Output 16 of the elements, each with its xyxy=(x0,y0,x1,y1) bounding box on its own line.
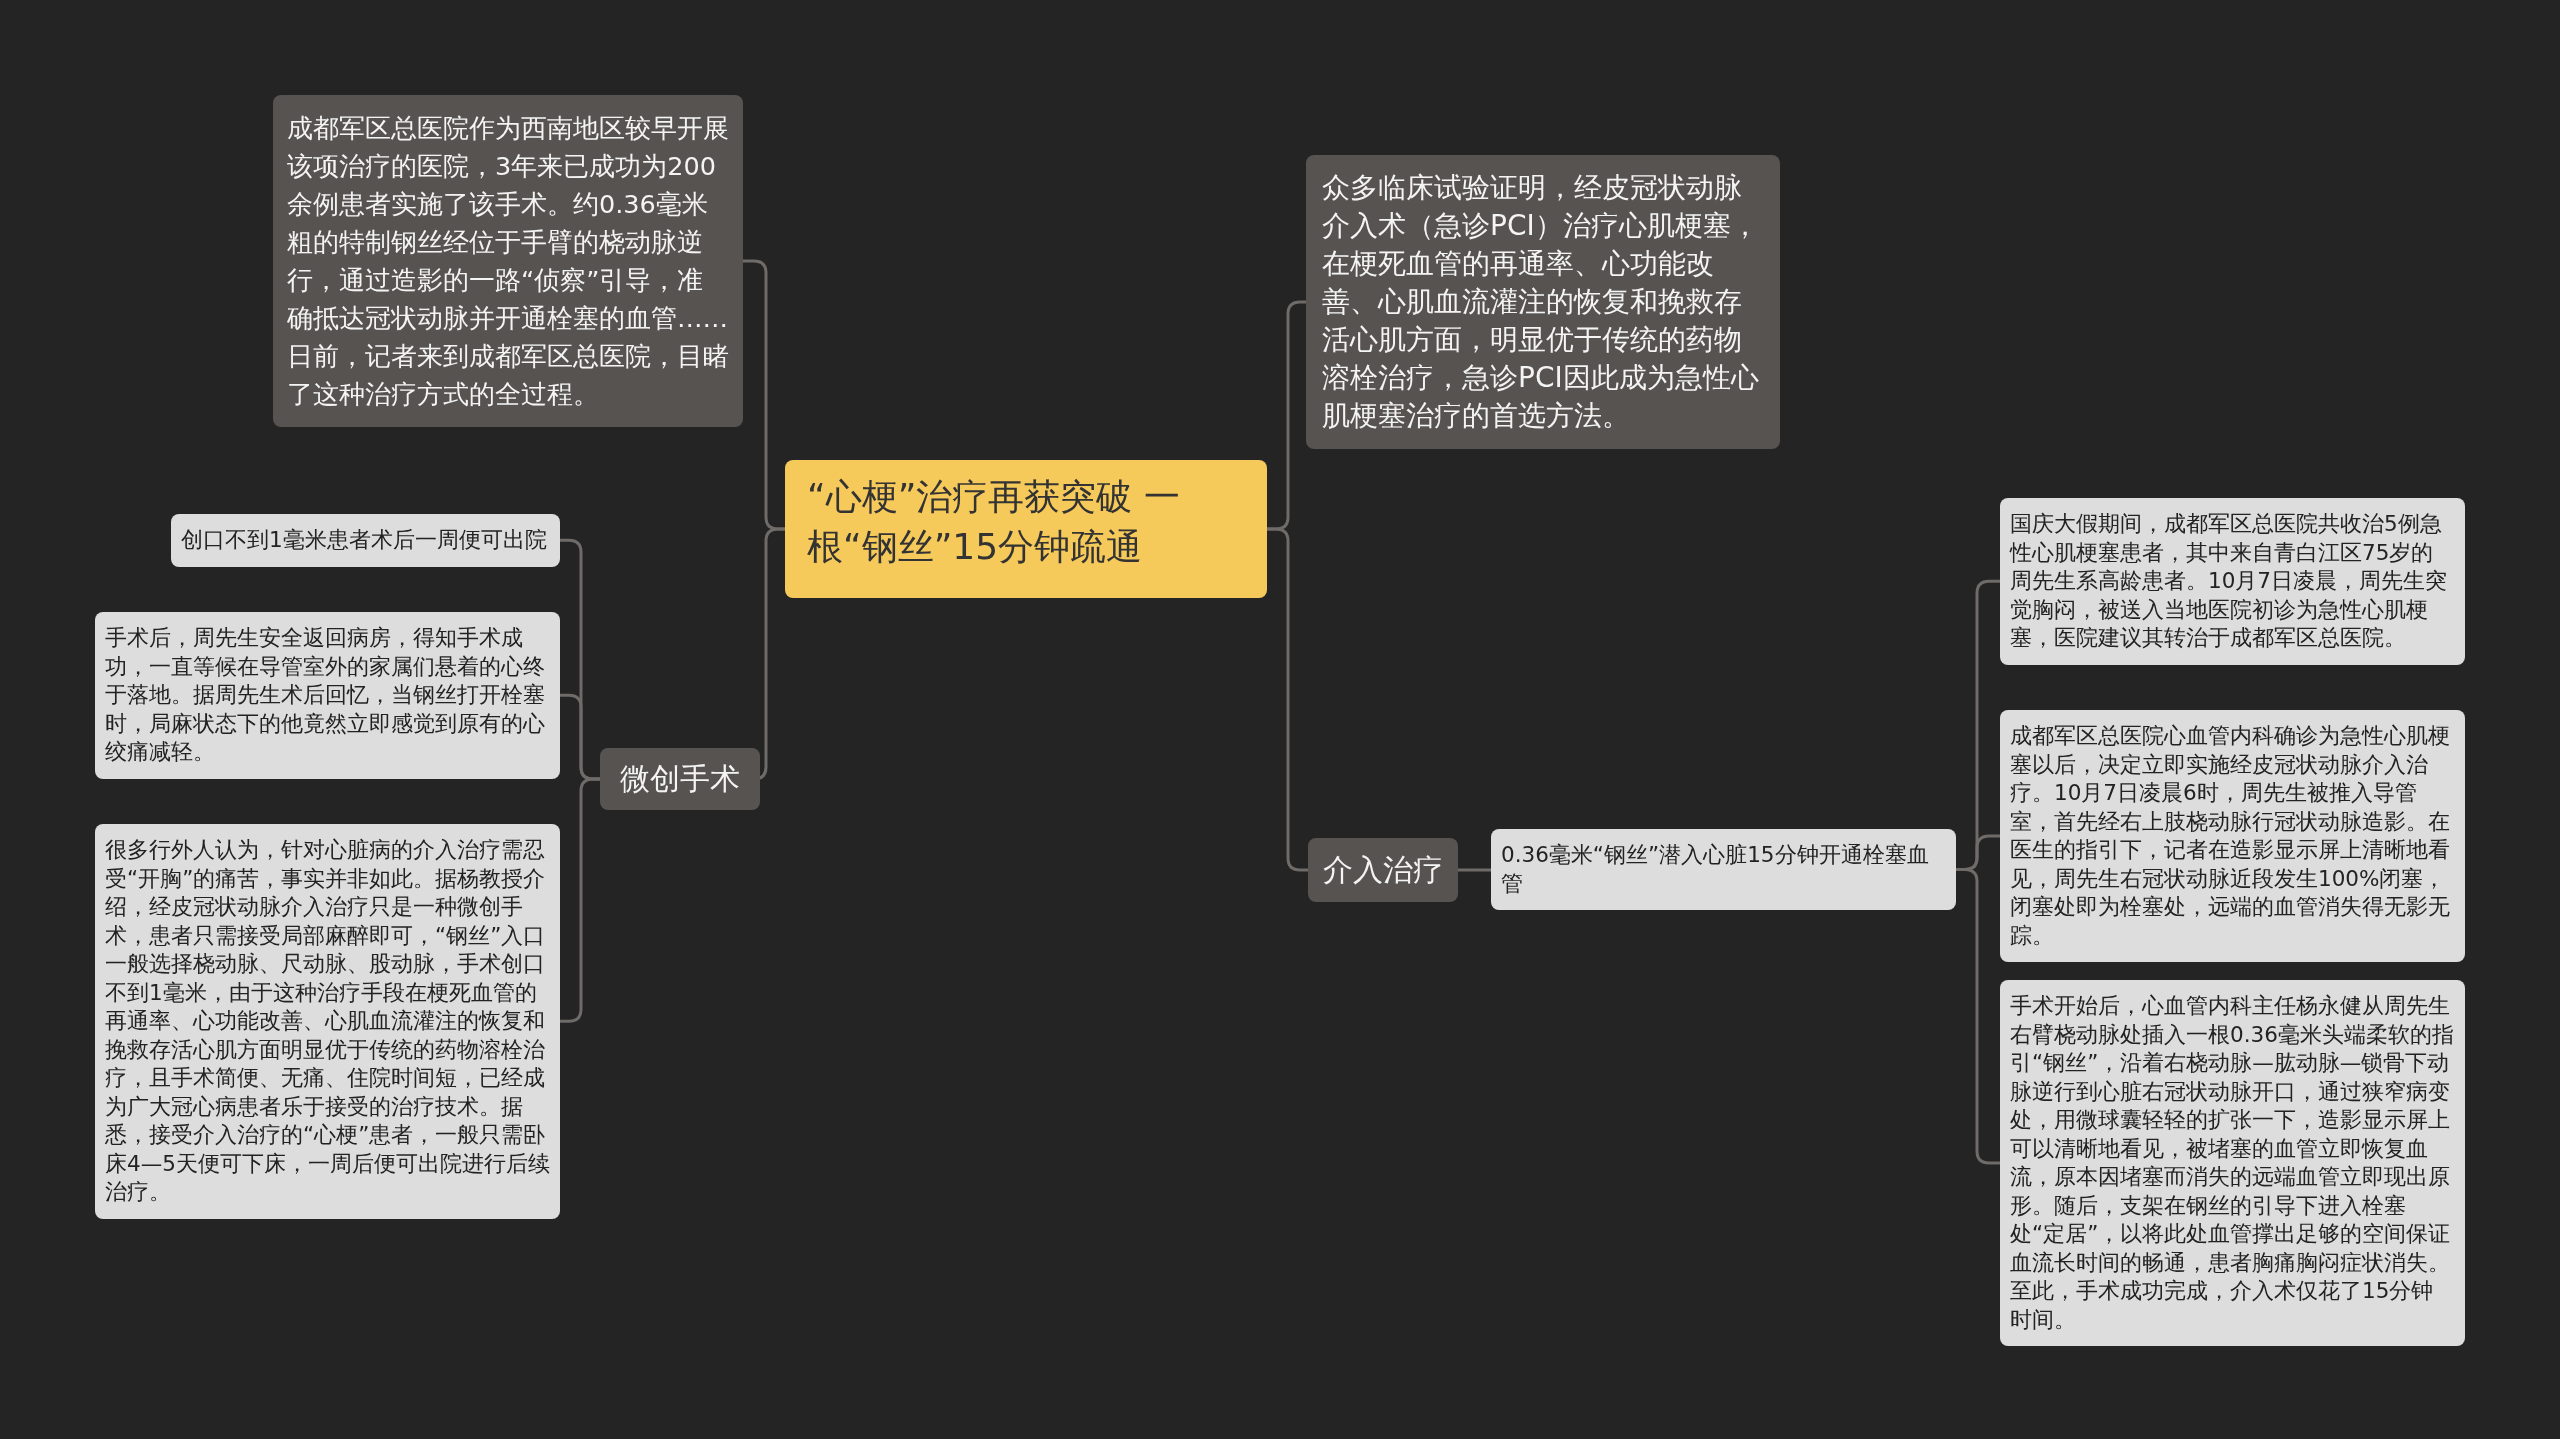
topic-box: 成都军区总医院作为西南地区较早开展该项治疗的医院，3年来已成功为200余例患者实施了该手术。约0.36毫米粗的特制钢丝经位于手臂的桡动脉逆行，通过造影的一路“侦察”引导，准确抵达冠状动脉并开通栓塞的血管……日前，记者来到成都军区总医院，目睹了这种治疗方式的全过程。 xyxy=(273,95,743,427)
central-topic-box: “心梗”治疗再获突破 一根“钢丝”15分钟疏通 xyxy=(785,460,1267,598)
subtopic-box: 手术开始后，心血管内科主任杨永健从周先生右臂桡动脉处插入一根0.36毫米头端柔软的指引“钢丝”，沿着右桡动脉—肱动脉—锁骨下动脉逆行到心脏右冠状动脉开口，通过狭窄病变处，用微球囊轻轻的扩张一下，造影显示屏上可以清晰地看见，被堵塞的血管立即恢复血流，原本因堵塞而消失的远端血管立即现出原形。随后，支架在钢丝的引导下进入栓塞处“定居”，以将此处血管撑出足够的空间保证血流长时间的畅通，患者胸痛胸闷症状消失。至此，手术成功完成，介入术仅花了15分钟时间。 xyxy=(2000,980,2465,1346)
connector-line xyxy=(560,777,600,1023)
topic-box: 众多临床试验证明，经皮冠状动脉介入术（急诊PCI）治疗心肌梗塞，在梗死血管的再通率、心功能改善、心肌血流灌注的恢复和挽救存活心肌方面，明显优于传统的药物溶栓治疗，急诊PCI因此成为急性心肌梗塞治疗的首选方法。 xyxy=(1306,155,1780,449)
connector-line xyxy=(1956,868,2000,1165)
subtopic-box: 国庆大假期间，成都军区总医院共收治5例急性心肌梗塞患者，其中来自青白江区75岁的周先生系高龄患者。10月7日凌晨，周先生突觉胸闷，被送入当地医院初诊为急性心肌梗塞，医院建议其转治于成都军区总医院。 xyxy=(2000,498,2465,665)
subtopic-box: 创口不到1毫米患者术后一周便可出院 xyxy=(171,514,560,567)
subtopic-box: 很多行外人认为，针对心脏病的介入治疗需忍受“开胸”的痛苦，事实并非如此。据杨教授介绍，经皮冠状动脉介入治疗只是一种微创手术，患者只需接受局部麻醉即可，“钢丝”入口一般选择桡动脉、尺动脉、股动脉，手术创口不到1毫米，由于这种治疗手段在梗死血管的再通率、心功能改善、心肌血流灌注的恢复和挽救存活心肌方面明显优于传统的药物溶栓治疗，且手术简便、无痛、住院时间短，已经成为广大冠心病患者乐于接受的治疗技术。据悉，接受介入治疗的“心梗”患者，一般只需卧床4—5天便可下床，一周后便可出院进行后续治疗。 xyxy=(95,824,560,1219)
subtopic-box: 手术后，周先生安全返回病房，得知手术成功，一直等候在导管室外的家属们悬着的心终于落地。据周先生术后回忆，当钢丝打开栓塞时，局麻状态下的他竟然立即感觉到原有的心绞痛减轻。 xyxy=(95,612,560,779)
connector-line xyxy=(1267,527,1308,872)
topic-box: 介入治疗 xyxy=(1308,838,1458,902)
subtopic-box: 0.36毫米“钢丝”潜入心脏15分钟开通栓塞血管 xyxy=(1491,829,1956,910)
topic-box: 微创手术 xyxy=(600,748,760,810)
subtopic-box: 成都军区总医院心血管内科确诊为急性心肌梗塞以后，决定立即实施经皮冠状动脉介入治疗。10月7日凌晨6时，周先生被推入导管室，首先经右上肢桡动脉行冠状动脉造影。在医生的指引下，记者在造影显示屏上清晰地看见，周先生右冠状动脉近段发生100%闭塞，闭塞处即为栓塞处，远端的血管消失得无影无踪。 xyxy=(2000,710,2465,962)
connector-line xyxy=(1458,868,1491,872)
